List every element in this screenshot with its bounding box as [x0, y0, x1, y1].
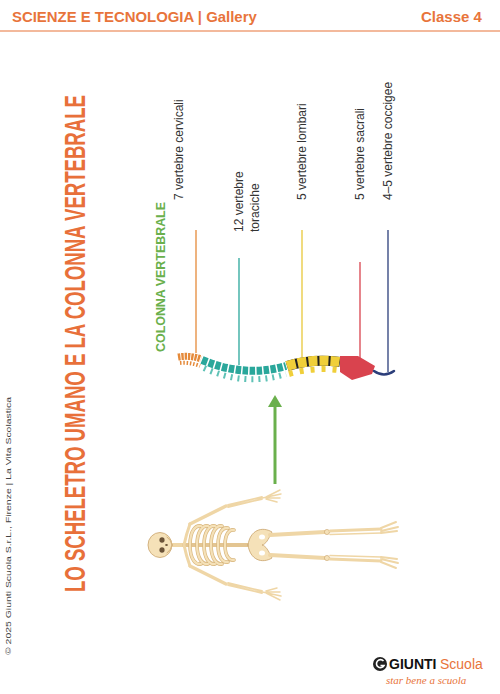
femur	[270, 532, 325, 535]
eye-socket	[159, 547, 164, 553]
vertebra-label: 5 vertebre lombari	[294, 103, 310, 200]
logo-text: Scuola	[440, 655, 483, 673]
eye-socket	[159, 537, 164, 543]
foot	[381, 522, 398, 533]
header-rule	[0, 30, 500, 31]
humerus	[190, 506, 226, 524]
vertebra-label: 12 vertebre toraciche	[231, 162, 263, 232]
fibula	[330, 556, 381, 558]
forearm	[228, 583, 262, 593]
sacrum	[340, 356, 375, 380]
leader-line	[387, 230, 388, 372]
vertebra-label: 4–5 vertebre coccigee	[380, 82, 396, 200]
tibia	[330, 529, 381, 531]
cervical-processes	[180, 363, 200, 366]
foot	[381, 557, 398, 568]
lumbar-discs	[287, 361, 340, 366]
skull	[148, 533, 172, 558]
hand	[262, 490, 281, 502]
logo-slogan: star bene a scuola	[386, 673, 466, 687]
logo-icon	[373, 657, 387, 671]
forearm	[228, 497, 262, 507]
nose-hole	[165, 544, 168, 546]
skeleton	[148, 490, 398, 600]
fibula	[330, 533, 381, 535]
hand	[262, 588, 281, 600]
thoracic-processes	[204, 368, 286, 379]
tibia	[330, 559, 381, 561]
arrow-head	[268, 395, 282, 407]
vertebra-label: 7 vertebre cervicali	[171, 99, 187, 200]
leader-line	[238, 258, 239, 365]
copyright-note: © 2025 Giunti Scuola S.r.L., Firenze | L…	[4, 397, 13, 655]
coccyx	[374, 371, 394, 375]
pelvis-hole	[259, 551, 265, 556]
class-label: Classe 4	[421, 8, 482, 26]
femur	[270, 555, 325, 558]
page-title: LO SCHELETRO UMANO E LA COLONNA VERTEBRA…	[60, 95, 90, 592]
ribs-outline	[190, 526, 234, 564]
thoracic-vertebrae	[202, 360, 286, 371]
pelvis-hole	[259, 535, 265, 540]
subject-header: SCIENZE E TECNOLOGIA | Gallery	[12, 8, 257, 26]
lumbar-processes	[289, 369, 338, 374]
ribs	[190, 526, 234, 564]
vertebra-label: 5 vertebre sacrali	[352, 108, 368, 200]
logo-icon-mark	[376, 660, 384, 668]
leader-line	[359, 262, 360, 359]
arrow-shaft	[274, 404, 277, 484]
logo-text: GIUNTI	[389, 655, 436, 673]
cervical-vertebrae	[178, 356, 201, 359]
lumbar-vertebrae	[287, 361, 340, 366]
section-label: COLONNA VERTEBRALE	[153, 202, 169, 352]
leader-line	[195, 230, 196, 353]
leader-line	[301, 230, 302, 357]
humerus	[190, 566, 226, 584]
